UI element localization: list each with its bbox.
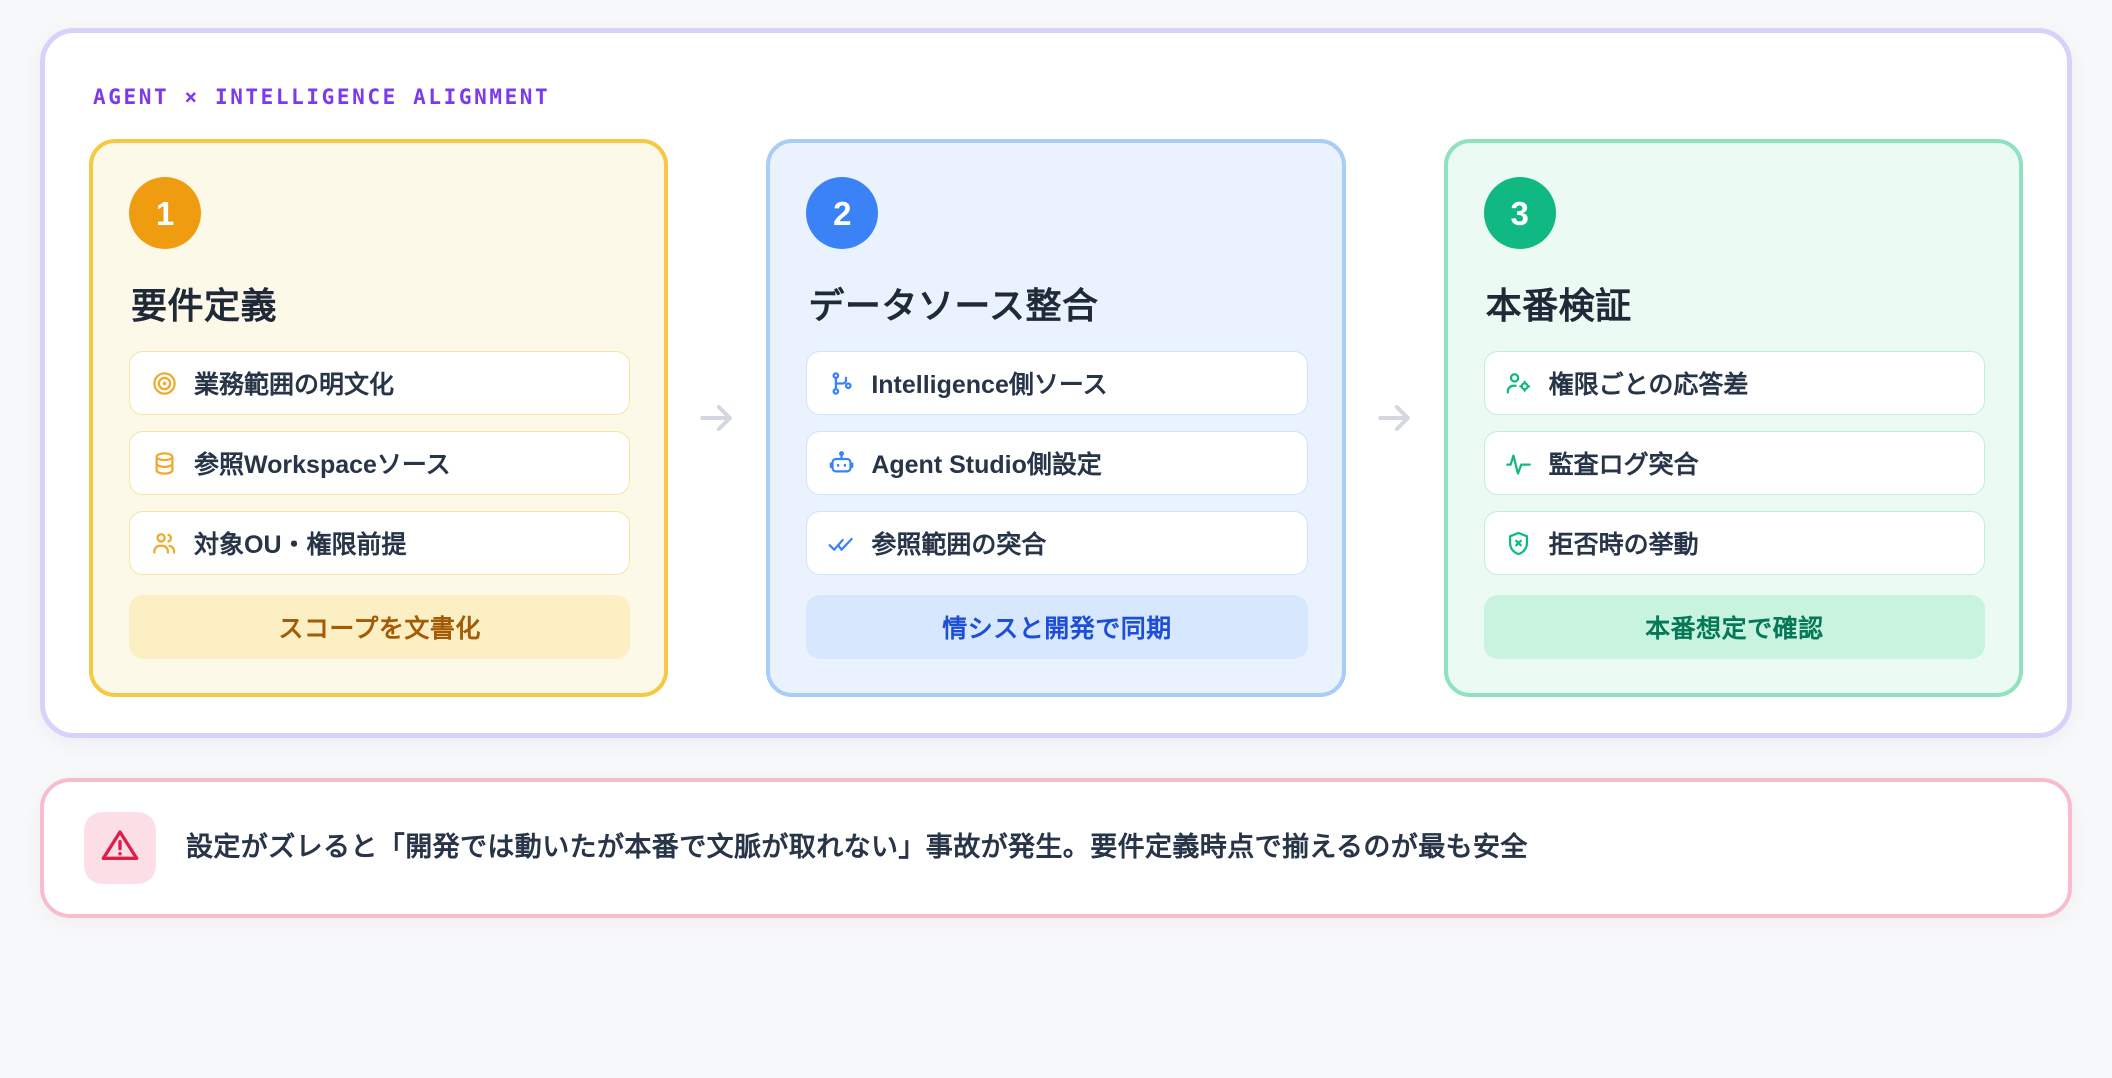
user-cog-icon bbox=[1505, 369, 1533, 397]
warning-banner: 設定がズレると「開発では動いたが本番で文脈が取れない」事故が発生。要件定義時点で… bbox=[40, 778, 2072, 918]
warning-message: 設定がズレると「開発では動いたが本番で文脈が取れない」事故が発生。要件定義時点で… bbox=[186, 832, 1528, 863]
warning-icon-tile bbox=[84, 812, 156, 884]
list-item[interactable]: Intelligence側ソース bbox=[806, 351, 1308, 415]
list-item-label: 業務範囲の明文化 bbox=[194, 371, 395, 399]
step-badge-number-2: 2 bbox=[833, 194, 852, 232]
list-item-label: 権限ごとの応答差 bbox=[1548, 371, 1749, 399]
step-badge-number-1: 1 bbox=[155, 194, 175, 232]
step-item-list-3: 権限ごとの応答差 監査ログ突合 bbox=[1483, 351, 1985, 575]
double-check-icon bbox=[827, 529, 855, 557]
list-item-label: 対象OU・権限前提 bbox=[194, 531, 407, 559]
triangle-alert-icon bbox=[100, 826, 140, 871]
step-title-1: 要件定義 bbox=[131, 285, 278, 326]
step-badge-1: 1 bbox=[129, 177, 201, 249]
target-icon bbox=[150, 369, 178, 397]
list-item-label: 参照Workspaceソース bbox=[194, 451, 451, 479]
step-card-1[interactable]: 1 要件定義 業務範囲の明文化 bbox=[89, 139, 669, 697]
shield-x-icon bbox=[1505, 529, 1533, 557]
list-item[interactable]: 監査ログ突合 bbox=[1483, 431, 1985, 495]
activity-pulse-icon bbox=[1505, 449, 1533, 477]
step-item-list-2: Intelligence側ソース Agent Studio側設定 bbox=[806, 351, 1308, 575]
list-item-label: 拒否時の挙動 bbox=[1548, 531, 1699, 559]
step-badge-number-3: 3 bbox=[1510, 194, 1529, 232]
list-item-label: Intelligence側ソース bbox=[871, 371, 1108, 399]
git-branch-icon bbox=[827, 369, 855, 397]
flow-arrow-1 bbox=[668, 396, 766, 440]
step-card-3[interactable]: 3 本番検証 権限 bbox=[1443, 139, 2023, 697]
users-icon bbox=[150, 529, 178, 557]
step-footer-chip-3[interactable]: 本番想定で確認 bbox=[1483, 595, 1985, 659]
steps-row: 1 要件定義 業務範囲の明文化 bbox=[89, 139, 2023, 697]
list-item[interactable]: 参照範囲の突合 bbox=[806, 511, 1308, 575]
list-item[interactable]: 対象OU・権限前提 bbox=[129, 511, 631, 575]
step-footer-chip-2[interactable]: 情シスと開発で同期 bbox=[806, 595, 1308, 659]
step-footer-label-2: 情シスと開発で同期 bbox=[942, 615, 1172, 643]
list-item[interactable]: Agent Studio側設定 bbox=[806, 431, 1308, 495]
list-item[interactable]: 参照Workspaceソース bbox=[129, 431, 631, 495]
step-footer-label-3: 本番想定で確認 bbox=[1645, 615, 1824, 643]
list-item[interactable]: 業務範囲の明文化 bbox=[129, 351, 631, 415]
step-title-2: データソース整合 bbox=[808, 285, 1099, 326]
list-item[interactable]: 権限ごとの応答差 bbox=[1483, 351, 1985, 415]
step-footer-label-1: スコープを文書化 bbox=[278, 615, 481, 643]
database-icon bbox=[150, 449, 178, 477]
step-card-2[interactable]: 2 データソース整合 Intelligence側ソース bbox=[766, 139, 1346, 697]
alignment-flow-panel: AGENT × INTELLIGENCE ALIGNMENT 1 要件定義 bbox=[40, 28, 2072, 738]
panel-eyebrow-label: AGENT × INTELLIGENCE ALIGNMENT bbox=[93, 85, 551, 109]
step-title-3: 本番検証 bbox=[1485, 285, 1632, 326]
step-badge-3: 3 bbox=[1483, 177, 1556, 249]
step-item-list-1: 業務範囲の明文化 参照Workspaceソース bbox=[129, 351, 631, 575]
flow-arrow-2 bbox=[1346, 396, 1444, 440]
list-item-label: Agent Studio側設定 bbox=[871, 451, 1102, 479]
list-item-label: 監査ログ突合 bbox=[1548, 451, 1699, 479]
list-item-label: 参照範囲の突合 bbox=[871, 531, 1047, 559]
bot-icon bbox=[827, 449, 855, 477]
step-footer-chip-1[interactable]: スコープを文書化 bbox=[129, 595, 631, 659]
list-item[interactable]: 拒否時の挙動 bbox=[1483, 511, 1985, 575]
step-badge-2: 2 bbox=[806, 177, 879, 249]
